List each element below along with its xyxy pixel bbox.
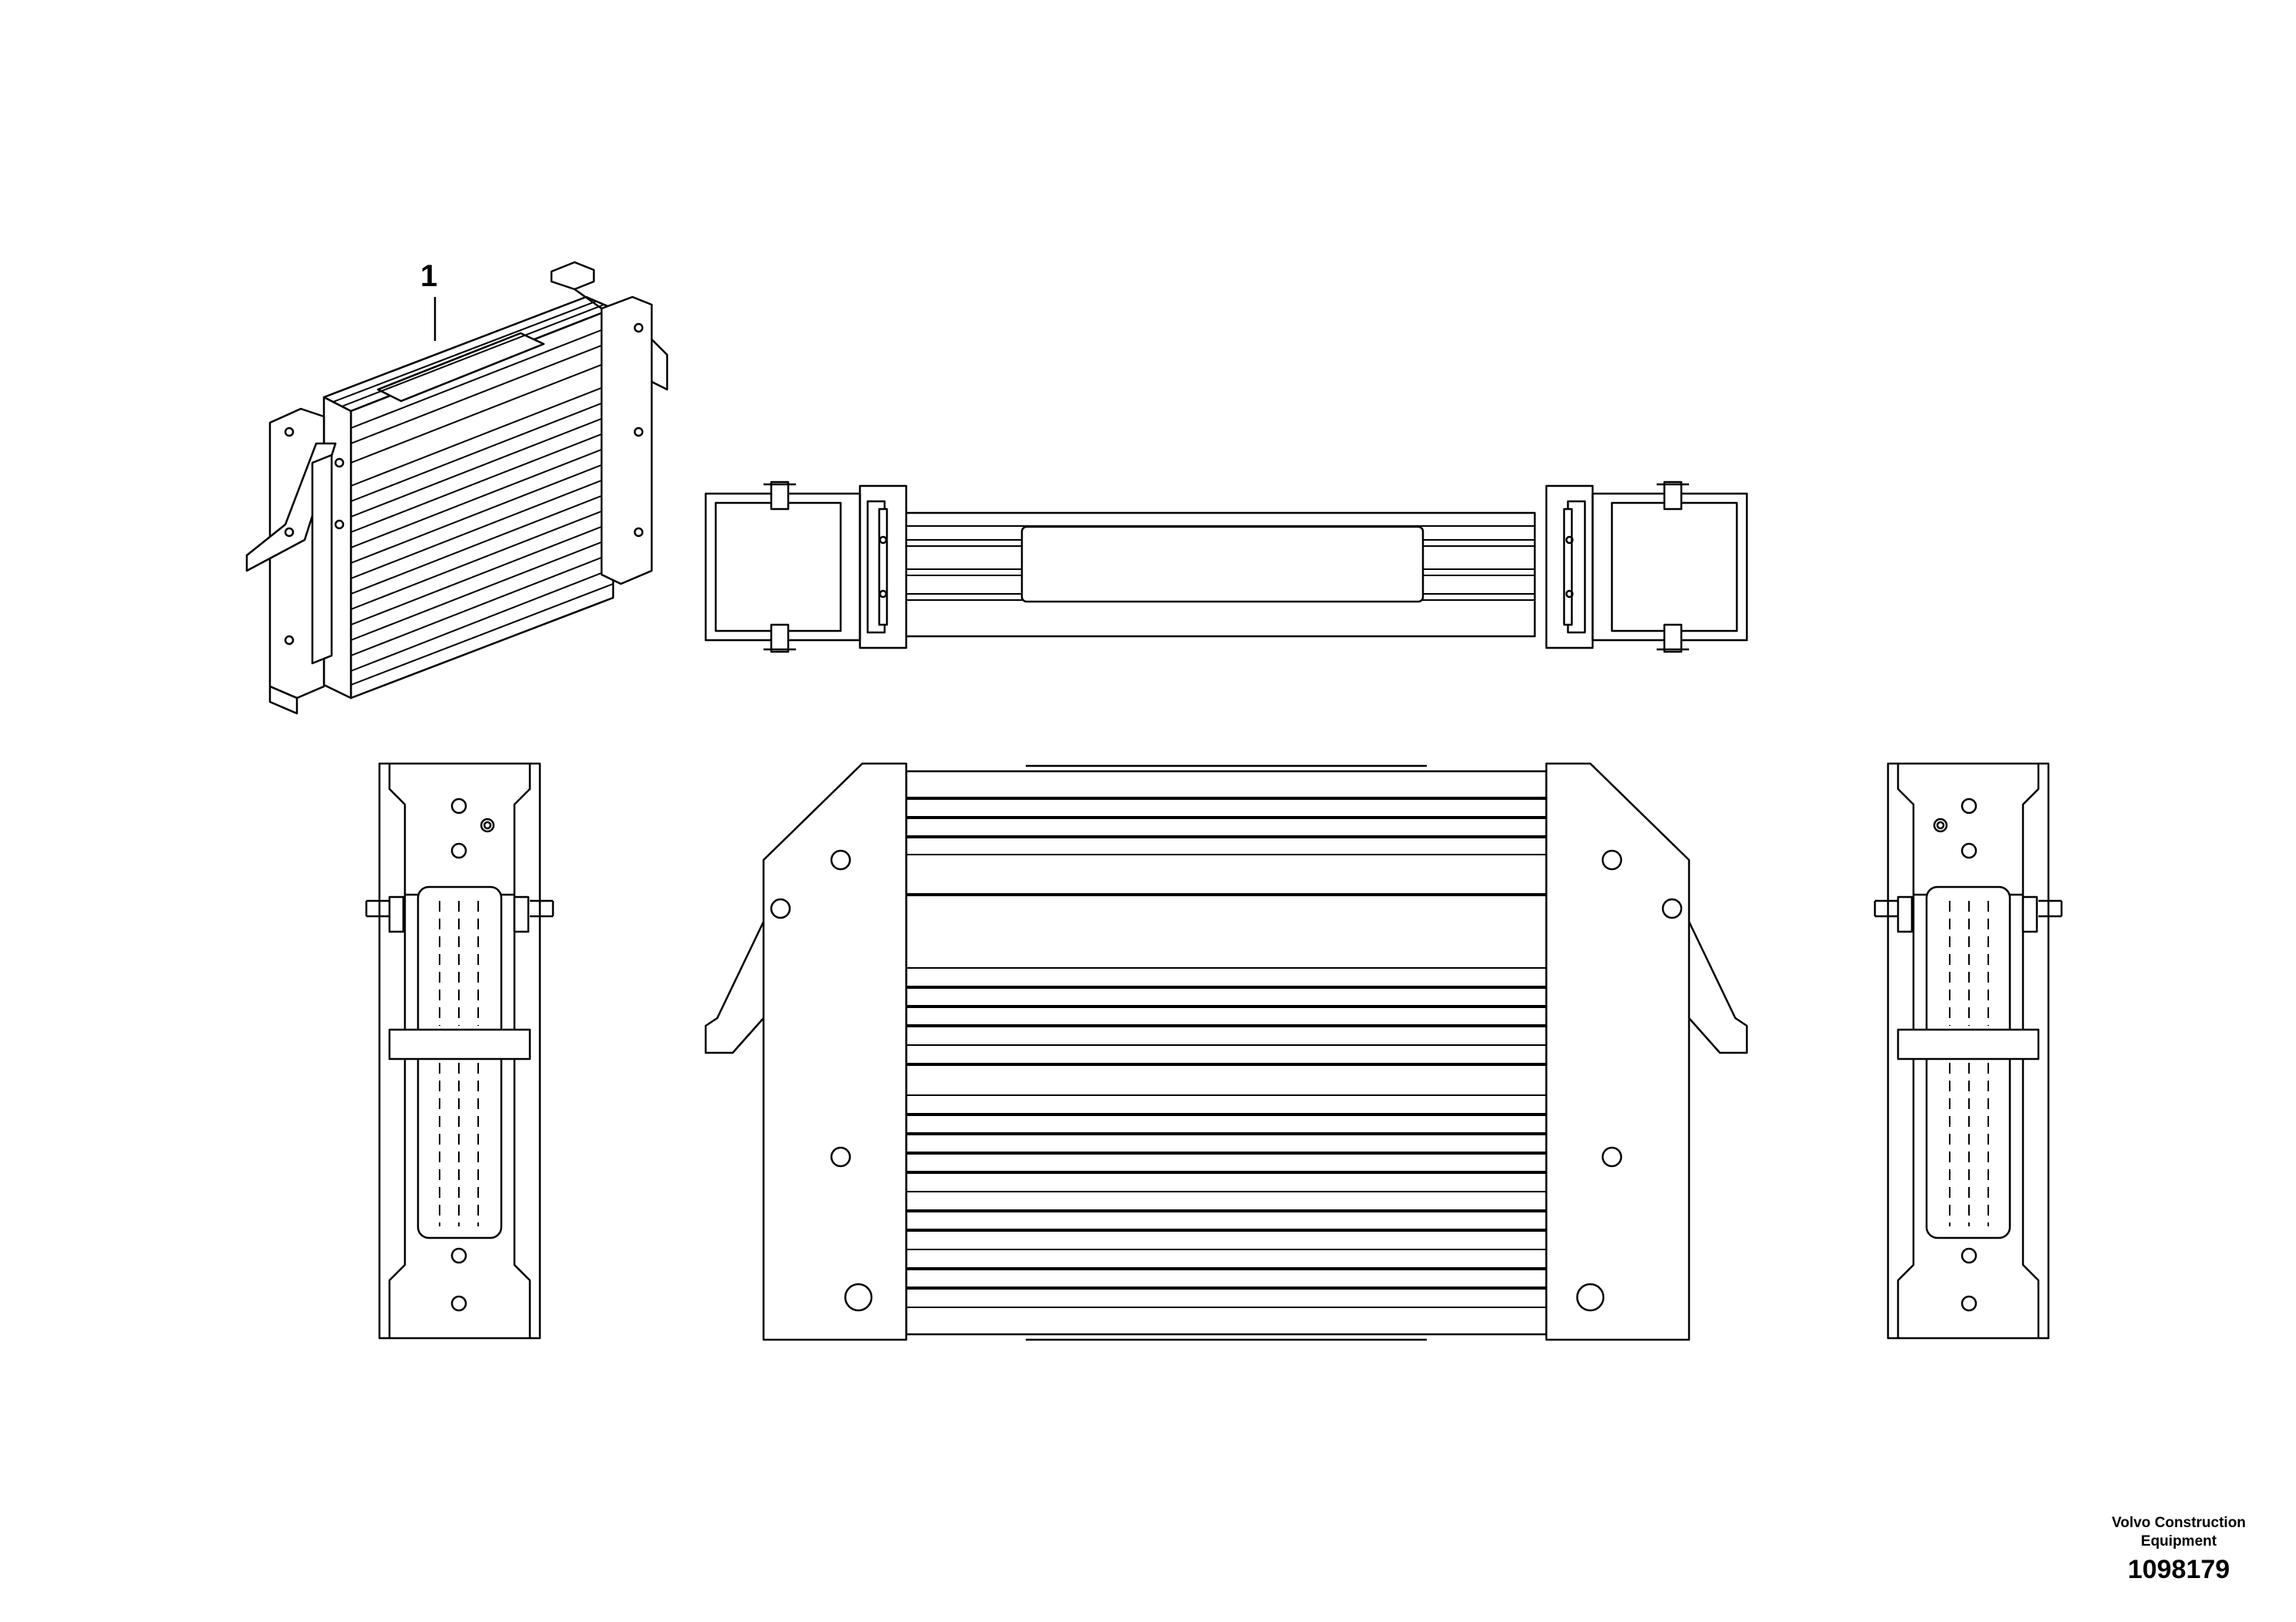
isometric-view xyxy=(245,261,669,715)
top-label-plate xyxy=(376,332,545,403)
right-side-connector-pins xyxy=(1949,901,1989,1226)
right-bracket xyxy=(600,295,653,585)
left-side-view xyxy=(365,762,555,1340)
front-view-fins xyxy=(906,797,1546,1308)
drawing-number: 1098179 xyxy=(2127,1555,2230,1584)
housing-fins xyxy=(350,325,614,686)
right-side-view xyxy=(1873,762,2063,1340)
front-view xyxy=(704,762,1748,1341)
callout-number-1: 1 xyxy=(420,259,438,293)
front-view-housing xyxy=(905,770,1548,1336)
front-left-bracket xyxy=(762,762,908,1341)
publisher-line-1: Volvo Construction xyxy=(2112,1515,2246,1531)
publisher-name: Volvo Construction Equipment xyxy=(2082,1514,2275,1551)
left-side-connector-pins xyxy=(439,901,479,1226)
publisher-line-2: Equipment xyxy=(2140,1533,2217,1549)
front-right-bracket xyxy=(1545,762,1691,1341)
top-view-label-plate xyxy=(1020,525,1424,603)
top-view xyxy=(704,481,1748,653)
